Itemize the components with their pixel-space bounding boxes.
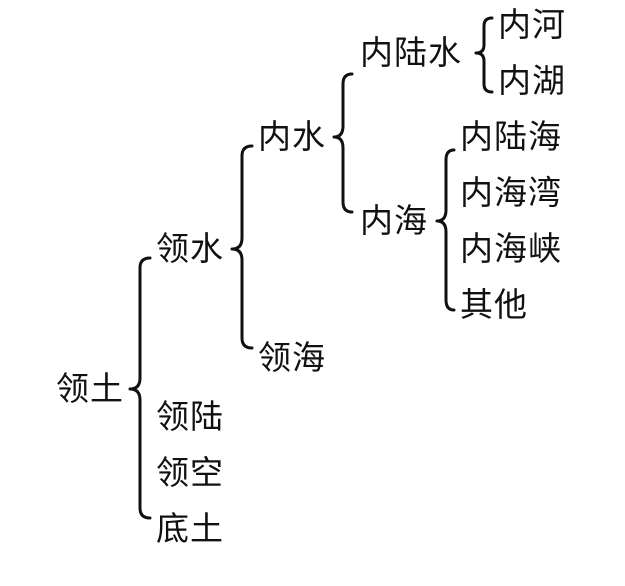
node-neihaixia: 内海峡 [460, 229, 562, 268]
node-neilushui: 内陆水 [360, 33, 462, 72]
node-neihai: 内海 [360, 201, 428, 240]
brace-lingshui [230, 144, 254, 350]
node-lingkong: 领空 [156, 453, 224, 492]
node-linghai: 领海 [258, 338, 326, 377]
node-linglu: 领陆 [156, 397, 224, 436]
node-qita: 其他 [460, 285, 528, 324]
node-neiluhai: 内陆海 [460, 117, 562, 156]
node-neihu: 内湖 [498, 61, 566, 100]
node-ditu: 底土 [156, 509, 224, 548]
brace-neihai [435, 148, 456, 312]
brace-lingtu [128, 256, 152, 520]
node-neishui: 内水 [258, 117, 326, 156]
node-lingtu: 领土 [56, 369, 124, 408]
node-neihe: 内河 [498, 5, 566, 44]
node-lingshui: 领水 [156, 229, 224, 268]
brace-neishui [332, 72, 354, 214]
brace-neilushui [474, 16, 494, 94]
node-neihaiwan: 内海湾 [460, 173, 562, 212]
